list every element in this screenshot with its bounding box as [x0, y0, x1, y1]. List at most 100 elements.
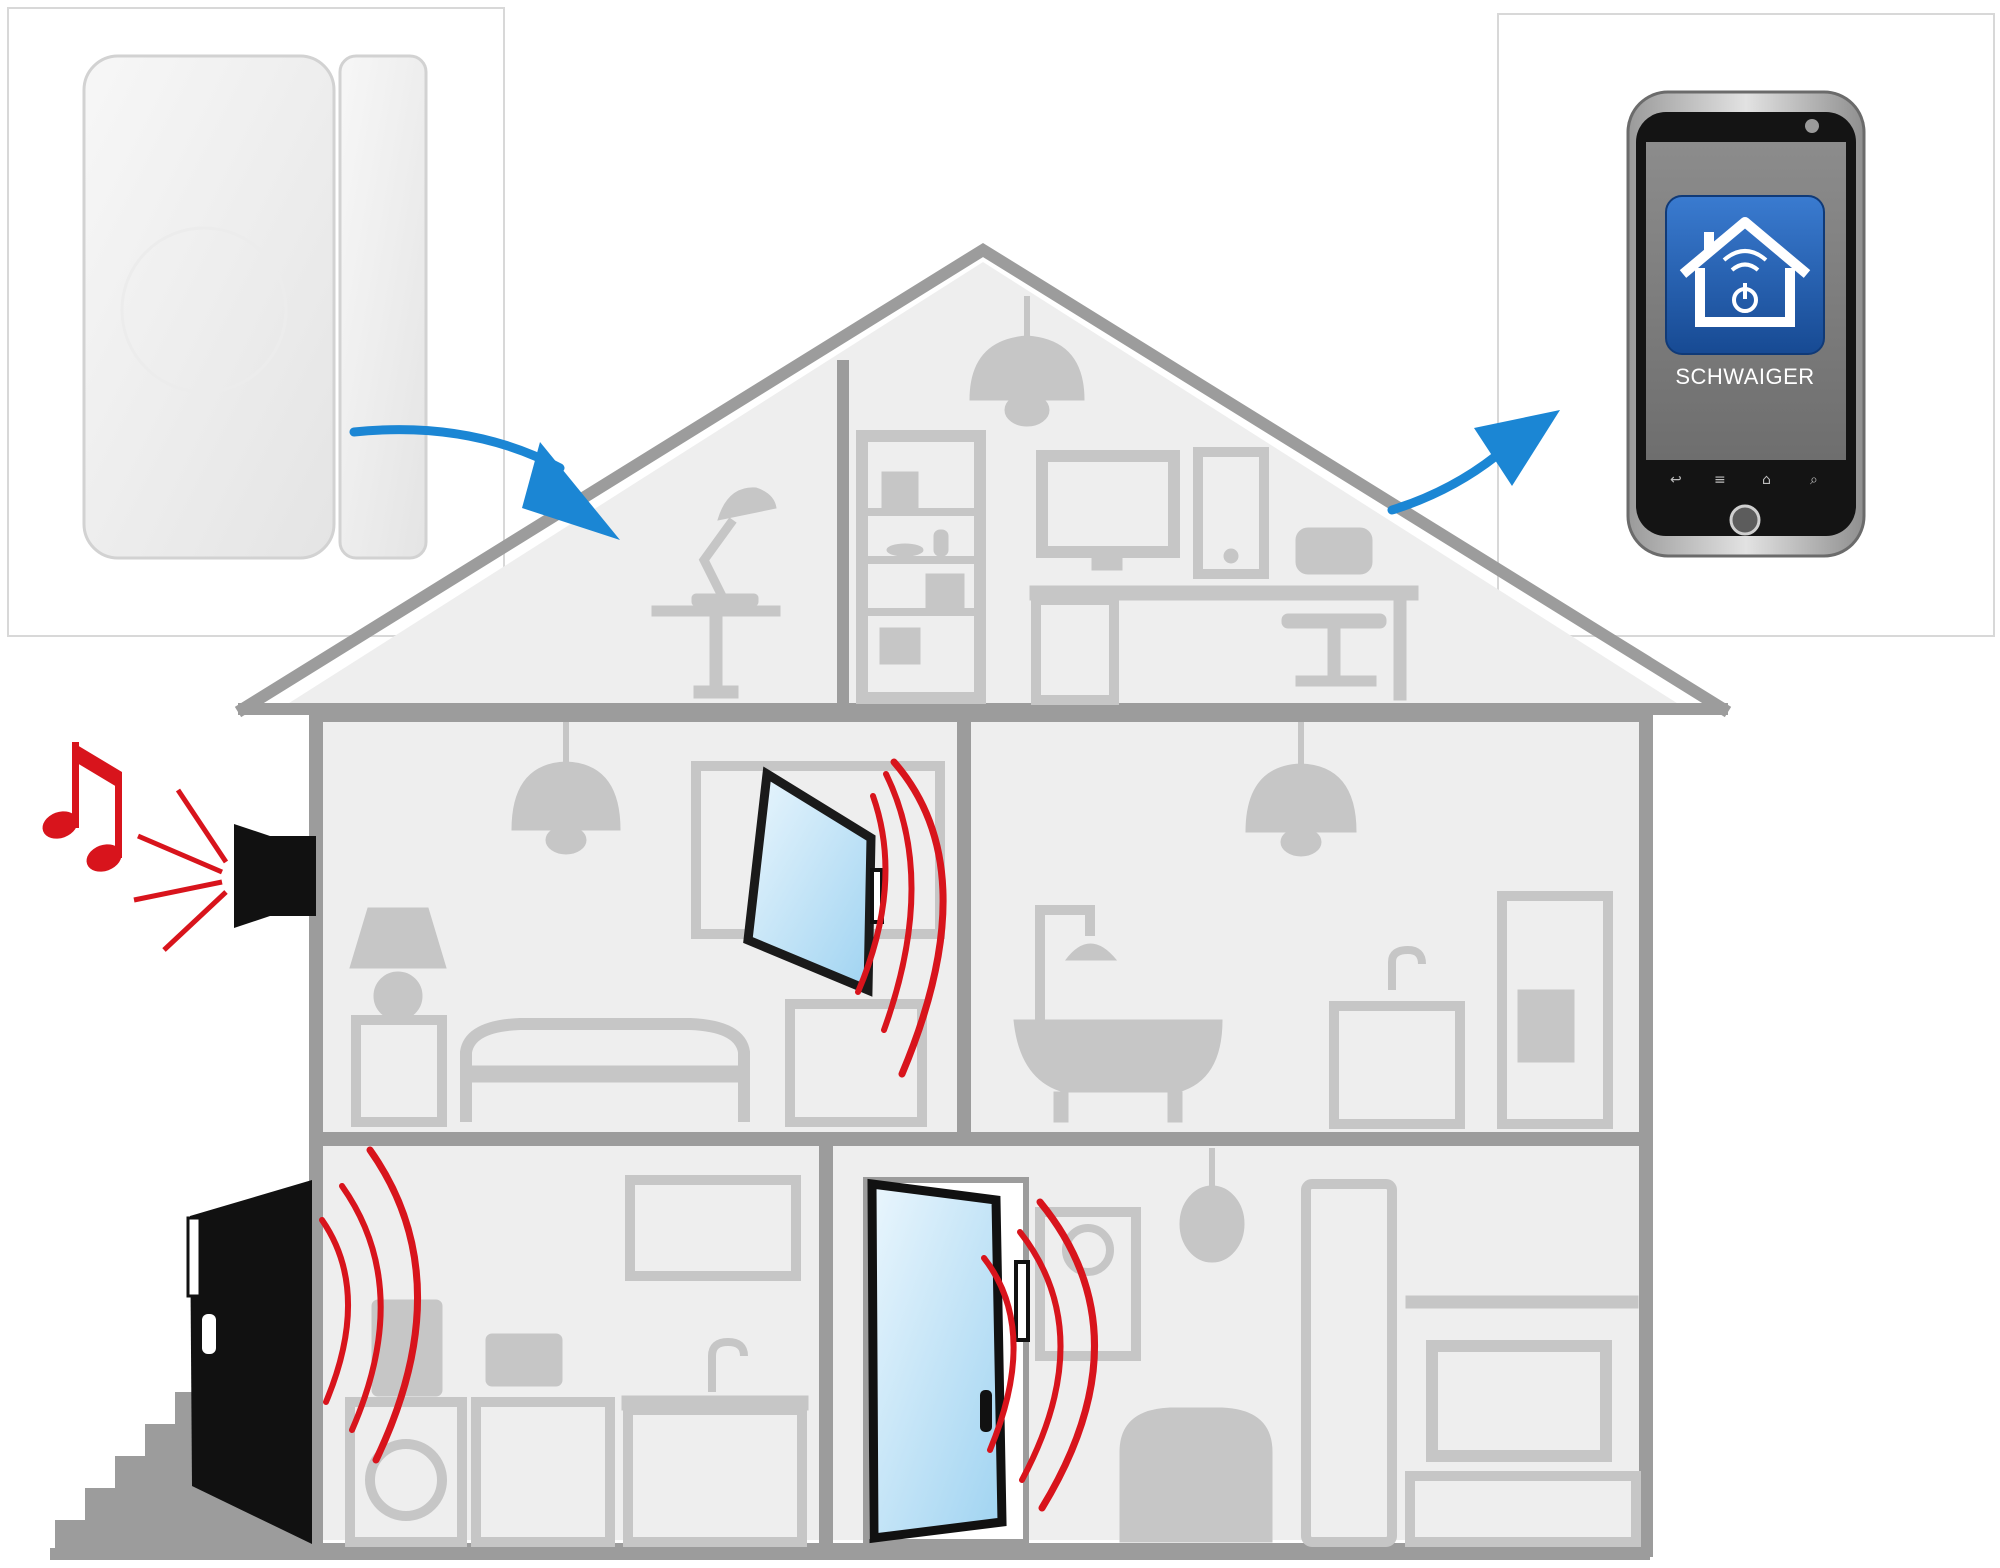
wifi-arc-inner: [1730, 262, 1760, 272]
siren-ray-1: [175, 788, 229, 864]
menu-icon[interactable]: ≡: [1714, 472, 1726, 488]
phone-camera-icon: [1805, 119, 1819, 133]
note-stem-right: [115, 772, 122, 858]
side-table-foot: [693, 685, 739, 699]
phone-home-button[interactable]: [1729, 504, 1761, 536]
bookshelf-frame: [856, 430, 986, 704]
kitchen: [345, 1175, 809, 1547]
phone-panel: SCHWAIGER ↩ ≡ ⌂ ⌕: [1497, 13, 1995, 637]
desk-lamp-base: [691, 593, 759, 607]
living-lamp-shade: [1179, 1185, 1245, 1263]
window-wave-3: [890, 758, 947, 1078]
living-room: [1035, 1148, 1641, 1547]
pc-tower: [1193, 447, 1269, 579]
desk-lamp-head: [717, 487, 777, 521]
chimney-icon: [1704, 232, 1714, 252]
note-stem-left: [72, 742, 79, 828]
bathroom-cabinet: [1329, 1001, 1465, 1129]
door-wave-3: [1036, 1198, 1098, 1512]
note-head-left: [42, 811, 78, 839]
ground: [50, 1548, 1650, 1560]
sensor-to-house-arrowhead: [522, 442, 620, 540]
office-chair-base: [1295, 675, 1377, 687]
office-chair-stem: [1327, 627, 1341, 677]
cooking-pot: [485, 1333, 563, 1387]
ceiling-lamp-bulb: [1004, 393, 1050, 427]
desk-drawers: [1031, 595, 1119, 705]
house-to-phone-arrowhead: [1474, 410, 1560, 486]
kitchen-cabinet: [623, 1405, 807, 1547]
phone-nav-bar: ↩ ≡ ⌂ ⌕: [1670, 472, 1818, 488]
back-icon[interactable]: ↩: [1670, 472, 1682, 488]
smart-home-app-icon[interactable]: [1665, 195, 1825, 355]
sensor-panel: [7, 7, 505, 637]
shower-head: [1064, 943, 1118, 961]
speaker-woofer: [1062, 1224, 1114, 1276]
open-door-icon: [863, 1177, 1030, 1545]
coffee-machine: [371, 1299, 443, 1397]
books-row-1: [881, 471, 919, 509]
wall-shelf: [1405, 1295, 1639, 1309]
open-window-icon: [743, 766, 884, 997]
window-glass: [743, 766, 876, 997]
outer-door-handle: [202, 1314, 216, 1354]
books-row-3: [879, 627, 921, 665]
pc-power-button: [1223, 548, 1239, 564]
door-handle: [980, 1390, 992, 1432]
vase: [933, 529, 949, 557]
attic-office: [856, 296, 1419, 705]
outer-door-panel: [190, 1180, 312, 1544]
desk-leg: [1393, 599, 1407, 701]
outer-door-icon: [186, 1180, 312, 1544]
armchair: [1119, 1407, 1273, 1543]
siren-icon: [133, 788, 316, 952]
books-row-2: [925, 573, 965, 609]
search-icon[interactable]: ⌕: [1810, 472, 1818, 488]
monitor-stand: [1091, 551, 1123, 571]
sink-faucet: [1388, 945, 1426, 990]
desk-lamp-arm: [698, 517, 737, 599]
bed-mattress: [471, 1065, 739, 1083]
attic-lamp-table: [651, 487, 781, 699]
home-icon[interactable]: ⌂: [1762, 472, 1771, 488]
bathroom-lamp-shade: [1245, 763, 1357, 833]
wifi-arc-outer: [1722, 249, 1768, 262]
siren-cone: [234, 824, 270, 928]
door-sensor: [1014, 1260, 1030, 1342]
house-to-phone-arrow-shaft: [1387, 451, 1501, 515]
office-chair-seat: [1281, 613, 1387, 629]
siren-ray-2: [137, 833, 223, 875]
signal-wave-icon: [319, 758, 1098, 1512]
note-head-right: [86, 844, 122, 872]
bathroom-lamp-bulb: [1280, 827, 1322, 857]
note-beam: [72, 742, 122, 790]
sensor-magnet-unit: [338, 54, 428, 560]
towel-radiator: [1497, 891, 1613, 1129]
siren-box: [270, 836, 316, 916]
office-chair-back: [1295, 527, 1373, 575]
ceiling-lamp-shade: [969, 335, 1085, 401]
bowl: [886, 543, 924, 557]
sensor-led-ring: [120, 226, 288, 394]
bathtub-foot-right: [1167, 1091, 1183, 1123]
outer-door-wave-3: [366, 1146, 422, 1464]
speaker: [1035, 1207, 1141, 1361]
app-label: SCHWAIGER: [1675, 364, 1814, 389]
bedroom-lamp-bulb: [545, 825, 587, 855]
bathtub: [1013, 1019, 1223, 1093]
nightstand: [351, 1015, 447, 1127]
house-wall-icon: [1695, 268, 1795, 327]
house-roof-icon: [1679, 217, 1811, 278]
bed: [460, 1018, 750, 1122]
table-lamp-shade: [349, 907, 447, 969]
side-table-stem: [709, 615, 723, 687]
outer-door-sensor: [186, 1216, 202, 1298]
washing-machine: [345, 1397, 467, 1547]
bathroom: [1013, 722, 1613, 1129]
washing-machine-door: [365, 1439, 447, 1521]
radiator: [785, 999, 927, 1127]
door-wave-1: [981, 1255, 1017, 1453]
door-window-sensor-icon: [82, 54, 428, 560]
window-wave-2: [881, 771, 915, 1033]
